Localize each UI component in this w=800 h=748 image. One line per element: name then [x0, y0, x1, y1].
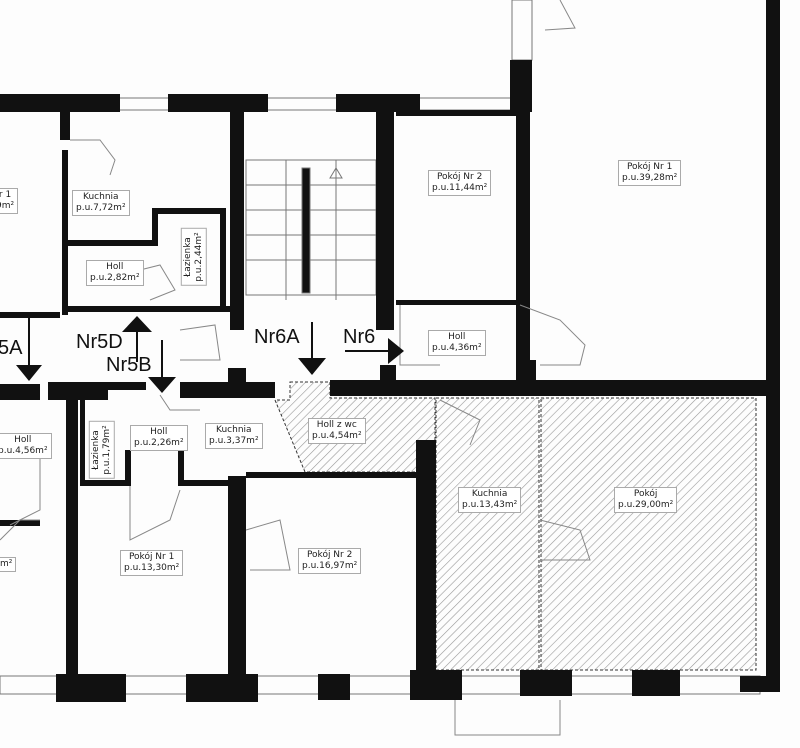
- arrow-down-icon: [148, 377, 176, 393]
- room-name: Łazienka: [182, 237, 193, 277]
- room-area: p.u.4,36m²: [432, 343, 482, 353]
- walls: [0, 0, 780, 702]
- room-area: p.u.2,82m²: [90, 273, 140, 283]
- room-area: p.u.16,97m²: [302, 561, 358, 571]
- room-area: p.u.13,30m²: [124, 563, 180, 573]
- arrow-down-icon: [16, 365, 42, 381]
- room-area: p.u.7,72m²: [76, 203, 126, 213]
- room-area: p.u.39,28m²: [622, 173, 678, 183]
- room-area: p.u.13,43m²: [462, 500, 518, 510]
- room-name: Pokój Nr 1: [128, 552, 175, 562]
- room-area: p.u.4,54m²: [312, 431, 362, 441]
- room-name: Łazienka: [90, 430, 101, 470]
- room-area: p.u.2,44m²: [193, 232, 204, 282]
- room-area: 9m²: [0, 201, 15, 211]
- staircase: [245, 159, 377, 300]
- unit-label-nr5d: Nr5D: [76, 331, 123, 353]
- room-area: p.u.4,56m²: [0, 446, 48, 456]
- room-name: Kuchnia: [471, 489, 508, 499]
- arrow-down-icon: [298, 358, 326, 375]
- room-area: p.u.2,26m²: [134, 438, 184, 448]
- room-name: Pokój: [633, 489, 658, 499]
- entrance-arrows: [16, 316, 404, 393]
- doors: [0, 0, 591, 736]
- room-name: Holl: [150, 427, 168, 437]
- room-area: p.u.11,44m²: [432, 183, 488, 193]
- unit-label-nr6a: Nr6A: [254, 326, 300, 348]
- room-name: r 1: [0, 190, 12, 200]
- room-name: Kuchnia: [216, 425, 252, 435]
- arrow-right-icon: [388, 338, 404, 364]
- room-name: Pokój Nr 2: [436, 172, 483, 182]
- room-name: Kuchnia: [83, 192, 119, 202]
- unit-label-5a: 5A: [0, 337, 23, 359]
- hatched-area: [274, 381, 757, 671]
- arrow-up-icon: [122, 316, 152, 332]
- room-area: p.u.3,37m²: [209, 436, 259, 446]
- room-name: Holl: [448, 332, 466, 342]
- room-name: Holl: [14, 435, 32, 445]
- room-name: Holl z wc: [316, 420, 357, 430]
- unit-label-nr6: Nr6: [343, 326, 376, 348]
- room-area: m²: [0, 559, 13, 569]
- room-area: p.u.29,00m²: [618, 500, 674, 510]
- room-name: Pokój Nr 1: [626, 162, 673, 172]
- room-name: Holl: [106, 262, 124, 272]
- room-label: m²: [0, 557, 17, 572]
- unit-label-nr5b: Nr5B: [106, 354, 152, 376]
- room-area: p.u.1,79m²: [101, 425, 112, 475]
- room-name: Pokój Nr 2: [306, 550, 353, 560]
- room-label: r 19m²: [0, 188, 19, 214]
